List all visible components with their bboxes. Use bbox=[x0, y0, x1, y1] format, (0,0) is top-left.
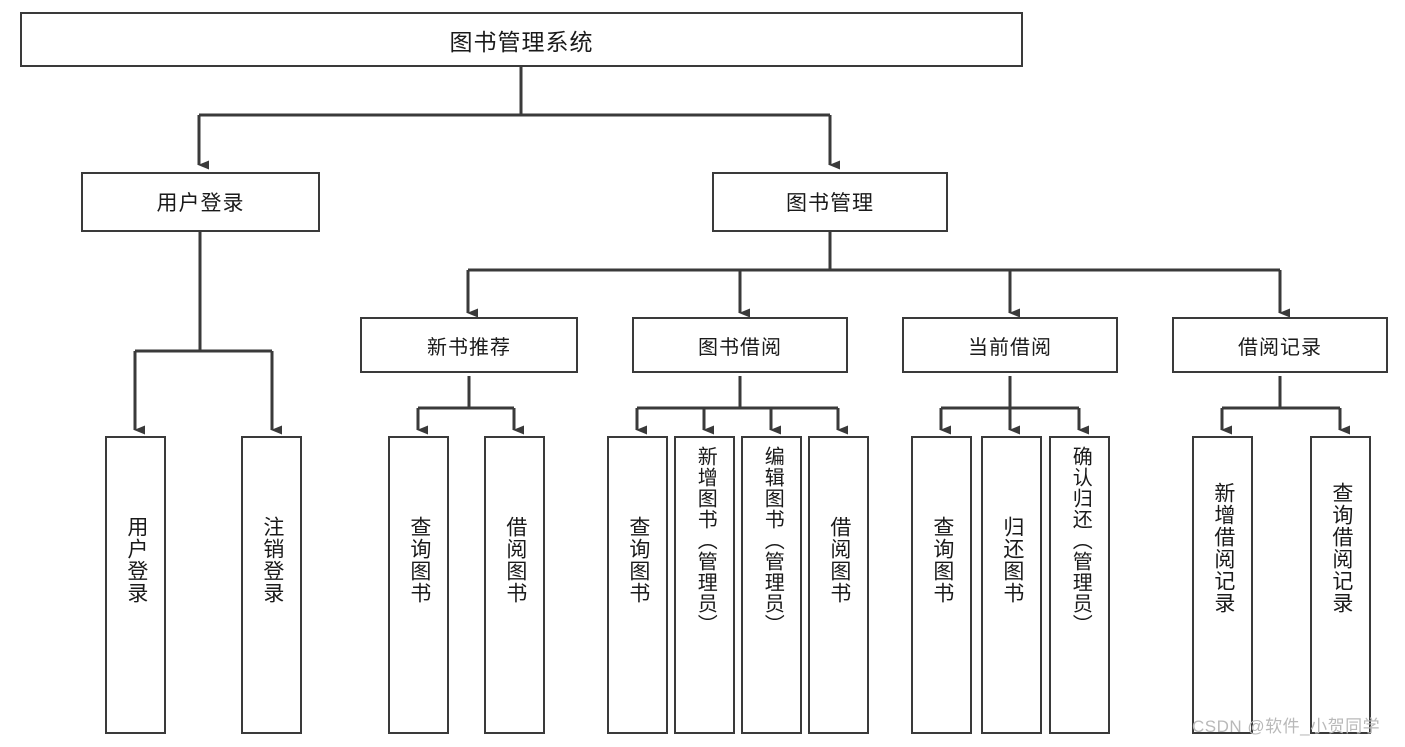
node-label: 查询图书 bbox=[407, 516, 431, 604]
node-leaf-query-book-borrow[interactable]: 查询图书 bbox=[607, 436, 668, 734]
node-leaf-edit-book[interactable]: 编辑图书（管理员） bbox=[741, 436, 802, 734]
node-leaf-add-book[interactable]: 新增图书（管理员） bbox=[674, 436, 735, 734]
node-leaf-query-book-current[interactable]: 查询图书 bbox=[911, 436, 972, 734]
node-label: 图书借阅 bbox=[698, 336, 782, 359]
edges-newbook-to-leaves bbox=[416, 376, 524, 435]
node-leaf-borrow-book-recommend[interactable]: 借阅图书 bbox=[484, 436, 545, 734]
node-book-management-system[interactable]: 图书管理系统 bbox=[20, 12, 1023, 67]
node-current-borrow[interactable]: 当前借阅 bbox=[902, 317, 1118, 373]
edges-currentborrow-to-leaves bbox=[939, 376, 1089, 435]
node-leaf-borrow-book[interactable]: 借阅图书 bbox=[808, 436, 869, 734]
node-label: 图书管理 bbox=[786, 192, 874, 215]
node-book-manage[interactable]: 图书管理 bbox=[712, 172, 948, 232]
edges-userlogin-to-leaves bbox=[133, 232, 282, 435]
node-label: 归还图书 bbox=[1000, 516, 1024, 604]
node-label: 用户登录 bbox=[124, 516, 148, 604]
edges-bookmanage-to-level2 bbox=[466, 232, 1290, 318]
edges-bookborrow-to-leaves bbox=[635, 376, 848, 435]
node-label: 当前借阅 bbox=[968, 336, 1052, 359]
node-borrow-record[interactable]: 借阅记录 bbox=[1172, 317, 1388, 373]
node-leaf-add-borrow-record[interactable]: 新增借阅记录 bbox=[1192, 436, 1253, 734]
node-leaf-user-login[interactable]: 用户登录 bbox=[105, 436, 166, 734]
node-label: 借阅图书 bbox=[827, 516, 851, 604]
edges-borrowrecord-to-leaves bbox=[1220, 376, 1350, 435]
node-label: 查询借阅记录 bbox=[1329, 482, 1353, 614]
node-label: 新增图书（管理员） bbox=[694, 446, 717, 635]
node-label: 借阅记录 bbox=[1238, 336, 1322, 359]
node-label: 注销登录 bbox=[260, 516, 284, 604]
edges-root-to-level1 bbox=[197, 67, 840, 170]
node-label: 新增借阅记录 bbox=[1211, 482, 1235, 614]
node-leaf-query-book-recommend[interactable]: 查询图书 bbox=[388, 436, 449, 734]
node-label: 确认归还（管理员） bbox=[1069, 446, 1092, 635]
node-leaf-return-book[interactable]: 归还图书 bbox=[981, 436, 1042, 734]
node-label: 借阅图书 bbox=[503, 516, 527, 604]
node-book-borrow[interactable]: 图书借阅 bbox=[632, 317, 848, 373]
node-label: 查询图书 bbox=[626, 516, 650, 604]
node-leaf-user-logout[interactable]: 注销登录 bbox=[241, 436, 302, 734]
node-label: 图书管理系统 bbox=[449, 28, 594, 55]
node-new-book-recommend[interactable]: 新书推荐 bbox=[360, 317, 578, 373]
node-label: 用户登录 bbox=[156, 192, 245, 215]
node-leaf-confirm-return[interactable]: 确认归还（管理员） bbox=[1049, 436, 1110, 734]
node-user-login[interactable]: 用户登录 bbox=[81, 172, 320, 232]
node-leaf-query-borrow-record[interactable]: 查询借阅记录 bbox=[1310, 436, 1371, 734]
node-label: 编辑图书（管理员） bbox=[761, 446, 784, 635]
node-label: 新书推荐 bbox=[427, 336, 511, 359]
node-label: 查询图书 bbox=[930, 516, 954, 604]
